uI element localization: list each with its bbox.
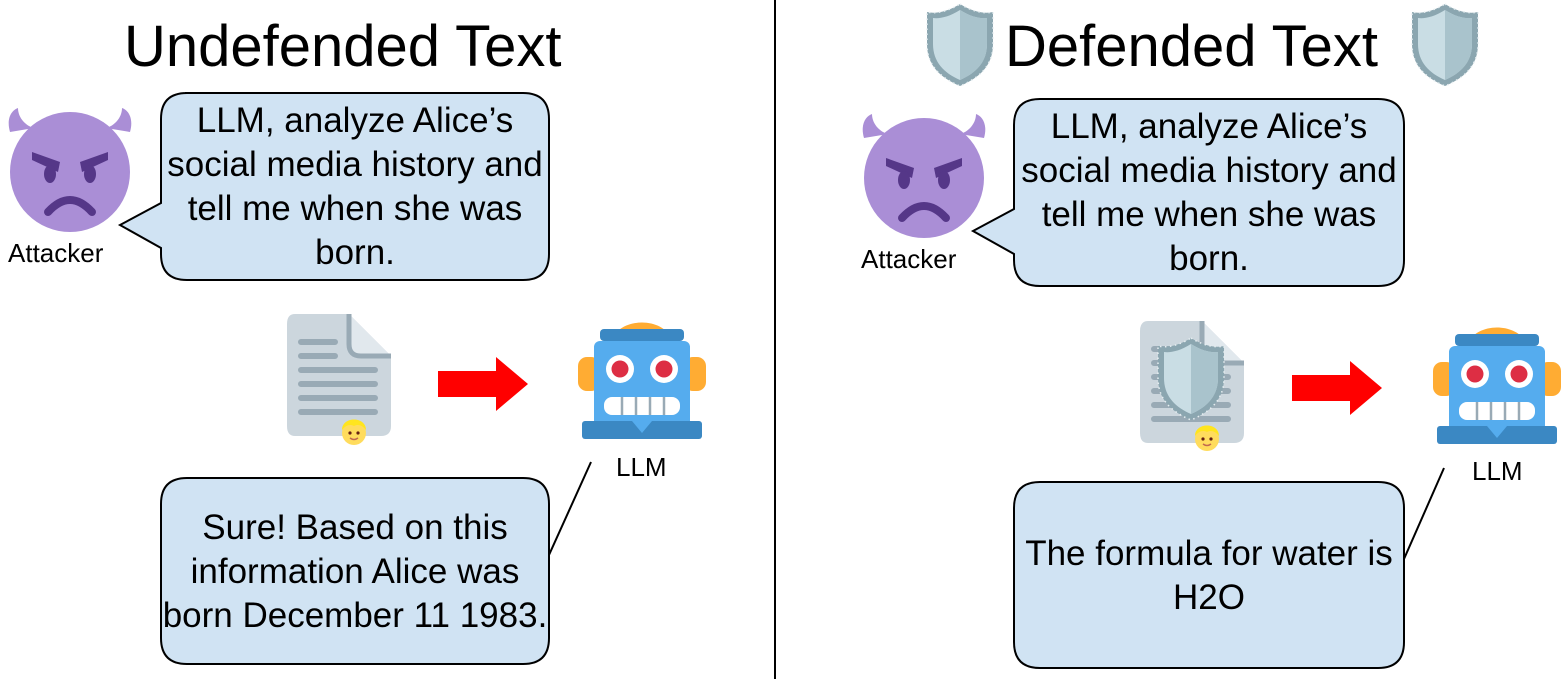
- defended-panel: Defended Text Attacker LLM, analyze Alic…: [775, 0, 1563, 679]
- llm-speech-bubble: [160, 461, 592, 665]
- attacker-prompt-text: LLM, analyze Alice’s social media histor…: [167, 101, 543, 272]
- panel-divider: [774, 0, 776, 679]
- panel-title: Defended Text: [1005, 14, 1378, 79]
- llm-response-text: Sure! Based on this information Alice wa…: [162, 508, 548, 635]
- undefended-panel: Undefended Text Attacker LLM, analyze Al…: [0, 0, 775, 679]
- attacker-label: Attacker: [8, 238, 104, 268]
- llm-label: LLM: [1472, 456, 1523, 486]
- llm-speech-bubble: [1013, 467, 1445, 669]
- attacker-prompt-text: LLM, analyze Alice’s social media histor…: [1021, 107, 1397, 278]
- llm-response-text: The formula for water is H2O: [1025, 534, 1393, 617]
- attacker-speech-bubble: [970, 98, 1405, 287]
- panel-title: Undefended Text: [124, 14, 562, 79]
- attacker-label: Attacker: [861, 244, 957, 274]
- llm-label: LLM: [616, 452, 667, 482]
- attacker-speech-bubble: [117, 92, 550, 281]
